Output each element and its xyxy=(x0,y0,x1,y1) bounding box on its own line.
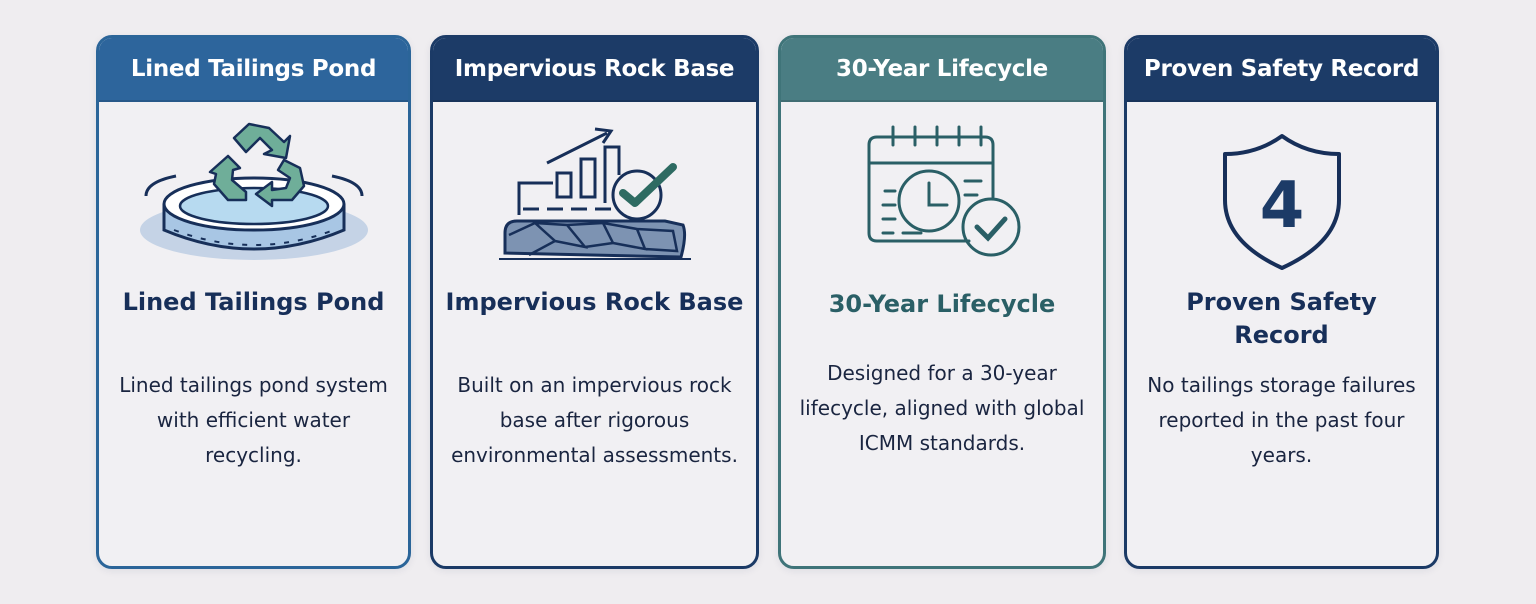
card-proven-safety-record: Proven Safety Record 4 Proven Safety Rec… xyxy=(1124,35,1439,569)
card-30-year-lifecycle: 30-Year Lifecycle xyxy=(778,35,1106,569)
shield-number: 4 xyxy=(1259,169,1304,243)
card-impervious-rock-base: Impervious Rock Base Impervious Rock Bas… xyxy=(430,35,759,569)
recycle-pond-icon xyxy=(99,118,408,278)
card-description: Designed for a 30-year lifecycle, aligne… xyxy=(799,361,1085,455)
card-lined-tailings-pond: Lined Tailings Pond Lined Tailings Pond … xyxy=(96,35,411,569)
card-description: No tailings storage failures reported in… xyxy=(1147,373,1416,467)
card-title: 30-Year Lifecycle xyxy=(828,290,1056,318)
card-header: Impervious Rock Base xyxy=(433,38,756,102)
card-description: Built on an impervious rock base after r… xyxy=(451,373,738,467)
card-title: Lined Tailings Pond xyxy=(122,288,385,316)
shield-icon: 4 xyxy=(1127,122,1436,282)
rock-base-chart-check-icon xyxy=(433,118,756,278)
calendar-clock-check-icon xyxy=(781,118,1103,278)
card-header: Lined Tailings Pond xyxy=(99,38,408,102)
card-title: Proven Safety Record xyxy=(1186,288,1377,349)
card-header: 30-Year Lifecycle xyxy=(781,38,1103,102)
card-title: Impervious Rock Base xyxy=(445,288,744,316)
card-description: Lined tailings pond system with efficien… xyxy=(119,373,388,467)
card-header: Proven Safety Record xyxy=(1127,38,1436,102)
